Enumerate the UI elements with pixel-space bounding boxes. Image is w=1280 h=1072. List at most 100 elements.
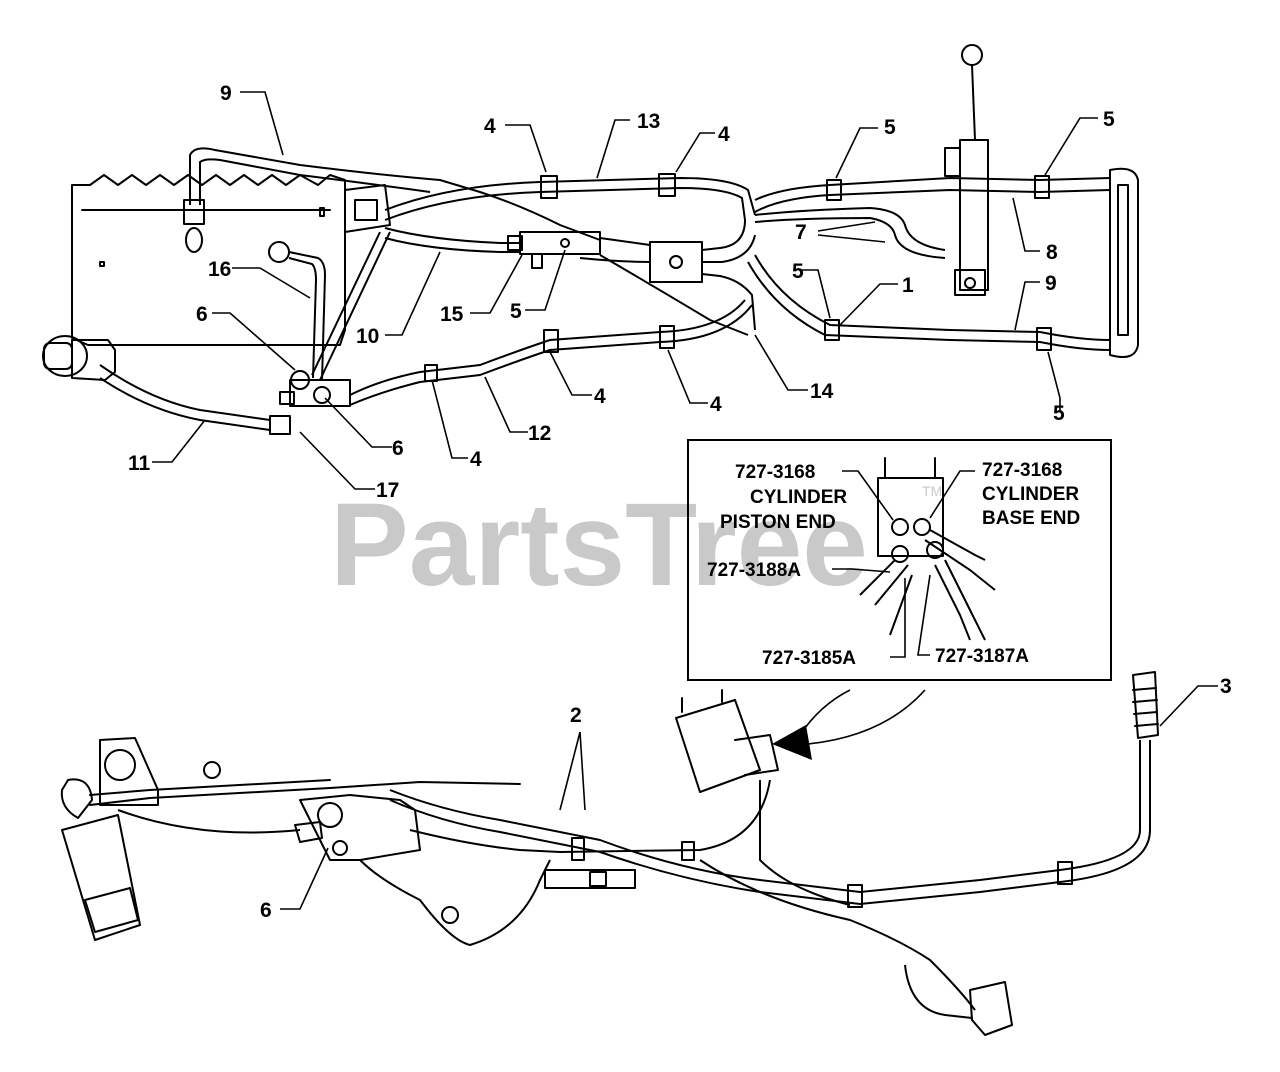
callout-5: 5	[1103, 108, 1115, 131]
pump-fitting-6	[294, 821, 323, 843]
control-valve	[649, 241, 703, 283]
inset-hose-base	[929, 529, 986, 561]
callout-5: 5	[1053, 402, 1065, 425]
hose-14-part	[719, 275, 756, 331]
tank-bolt	[99, 261, 105, 267]
inset-detail	[687, 439, 1112, 681]
lower-frame-rail-top	[89, 779, 331, 796]
clamp-lower-right	[1057, 861, 1073, 885]
watermark-text: PartsTree	[330, 479, 868, 611]
hose-16	[288, 251, 327, 381]
clamp-2a	[571, 837, 585, 861]
callout-9: 9	[1045, 272, 1057, 295]
lower-hose-f	[759, 780, 851, 906]
watermark: PartsTree TM	[330, 479, 942, 611]
clamp-lower	[847, 884, 863, 908]
callout-4: 4	[470, 448, 482, 471]
tank-body	[71, 174, 346, 346]
control-valve-ports	[701, 247, 723, 277]
clamp-4a	[540, 175, 558, 199]
hose-8-b	[754, 188, 1111, 213]
hose-12-b	[349, 304, 753, 406]
lower-elbow	[969, 981, 1013, 1036]
inset-label-piston-end: PISTON END	[720, 512, 836, 533]
inset-hose-3187-b	[934, 564, 971, 641]
lower-hose-clamp	[441, 906, 459, 924]
callout-11: 11	[128, 452, 151, 475]
inset-valve-studs	[884, 457, 936, 479]
hose-10	[384, 227, 520, 244]
inset-labels: 727-3168 CYLINDER PISTON END 727-3168 CY…	[707, 460, 1080, 669]
callout-15: 15	[440, 303, 464, 326]
callout-5: 5	[884, 116, 896, 139]
callout-17: 17	[376, 479, 399, 502]
watermark-trademark: TM	[922, 483, 942, 499]
inset-label-3185a: 727-3185A	[762, 648, 856, 669]
valve-15-knob	[560, 238, 570, 248]
lower-canister-base	[84, 887, 139, 933]
lift-cylinder	[944, 44, 989, 296]
hose-16-b	[288, 257, 318, 379]
inset-port-piston	[891, 518, 909, 536]
callout-4: 4	[710, 393, 722, 416]
hose-11-fitting	[269, 415, 291, 435]
inset-hose-3188	[859, 559, 896, 596]
inset-label-3188a: 727-3188A	[707, 560, 801, 581]
hose-10-b	[384, 237, 520, 253]
callout-4: 4	[484, 115, 496, 138]
lower-canister	[61, 814, 141, 941]
callout-10: 10	[356, 325, 379, 348]
lower-gauge	[203, 761, 221, 779]
clamp-5b	[1034, 175, 1050, 199]
valve-15-fitting	[507, 235, 523, 251]
inset-label-base-part: 727-3168	[982, 460, 1062, 481]
callout-13: 13	[637, 110, 660, 133]
inset-port-3187	[926, 541, 944, 559]
lower-control-valve	[675, 699, 761, 793]
hose-7	[754, 206, 946, 251]
callout-leaders	[152, 91, 1218, 910]
inset-port-base	[913, 518, 931, 536]
lower-hose-e	[699, 859, 976, 1011]
inset-label-base-end: BASE END	[982, 508, 1080, 529]
callout-4: 4	[594, 385, 606, 408]
callout-5: 5	[792, 260, 804, 283]
hose-11	[99, 364, 271, 421]
clamp-4d	[659, 325, 675, 349]
pump-port-b	[332, 840, 348, 856]
clamp-5a	[826, 179, 842, 201]
lower-assembly	[60, 671, 1159, 1036]
hose-9-upper	[189, 147, 601, 241]
right-frame-inner	[1117, 184, 1129, 336]
inset-hose-3185	[889, 574, 913, 636]
clamp-4b	[658, 173, 676, 197]
hose-9-lower	[754, 254, 1111, 341]
callout-4: 4	[718, 123, 730, 146]
upper-assembly	[42, 44, 1139, 435]
lower-frame-rail	[89, 781, 521, 806]
inset-label-base-cylinder: CYLINDER	[982, 484, 1079, 505]
lower-hose-c-b	[389, 740, 1151, 906]
lower-hose-b	[409, 779, 771, 854]
pump-port	[317, 802, 343, 828]
callout-6: 6	[260, 899, 272, 922]
hose-9-end	[185, 227, 203, 253]
hose-9-upper-b	[199, 158, 431, 205]
callout-labels: 9 4 13 4 5 5 16 7 8 5 1 9 6 15 5 10 14 4…	[128, 82, 1232, 922]
inset-hose-3187	[944, 559, 986, 641]
callout-16: 16	[208, 258, 231, 281]
lower-control-studs	[681, 689, 723, 713]
inset-hose-base-b	[924, 539, 996, 591]
hose-10-down	[319, 231, 391, 381]
callout-8: 8	[1046, 241, 1058, 264]
lower-clevis	[60, 778, 93, 819]
right-frame	[1109, 167, 1139, 358]
hose-12	[349, 299, 746, 396]
hose-3-guard	[1132, 671, 1159, 739]
callout-6: 6	[196, 303, 208, 326]
filter-canister	[42, 335, 116, 381]
valve-15-hose-b	[579, 257, 651, 263]
inset-box	[687, 439, 1112, 681]
callout-7: 7	[795, 221, 807, 244]
tee-fitting-6	[279, 370, 351, 407]
